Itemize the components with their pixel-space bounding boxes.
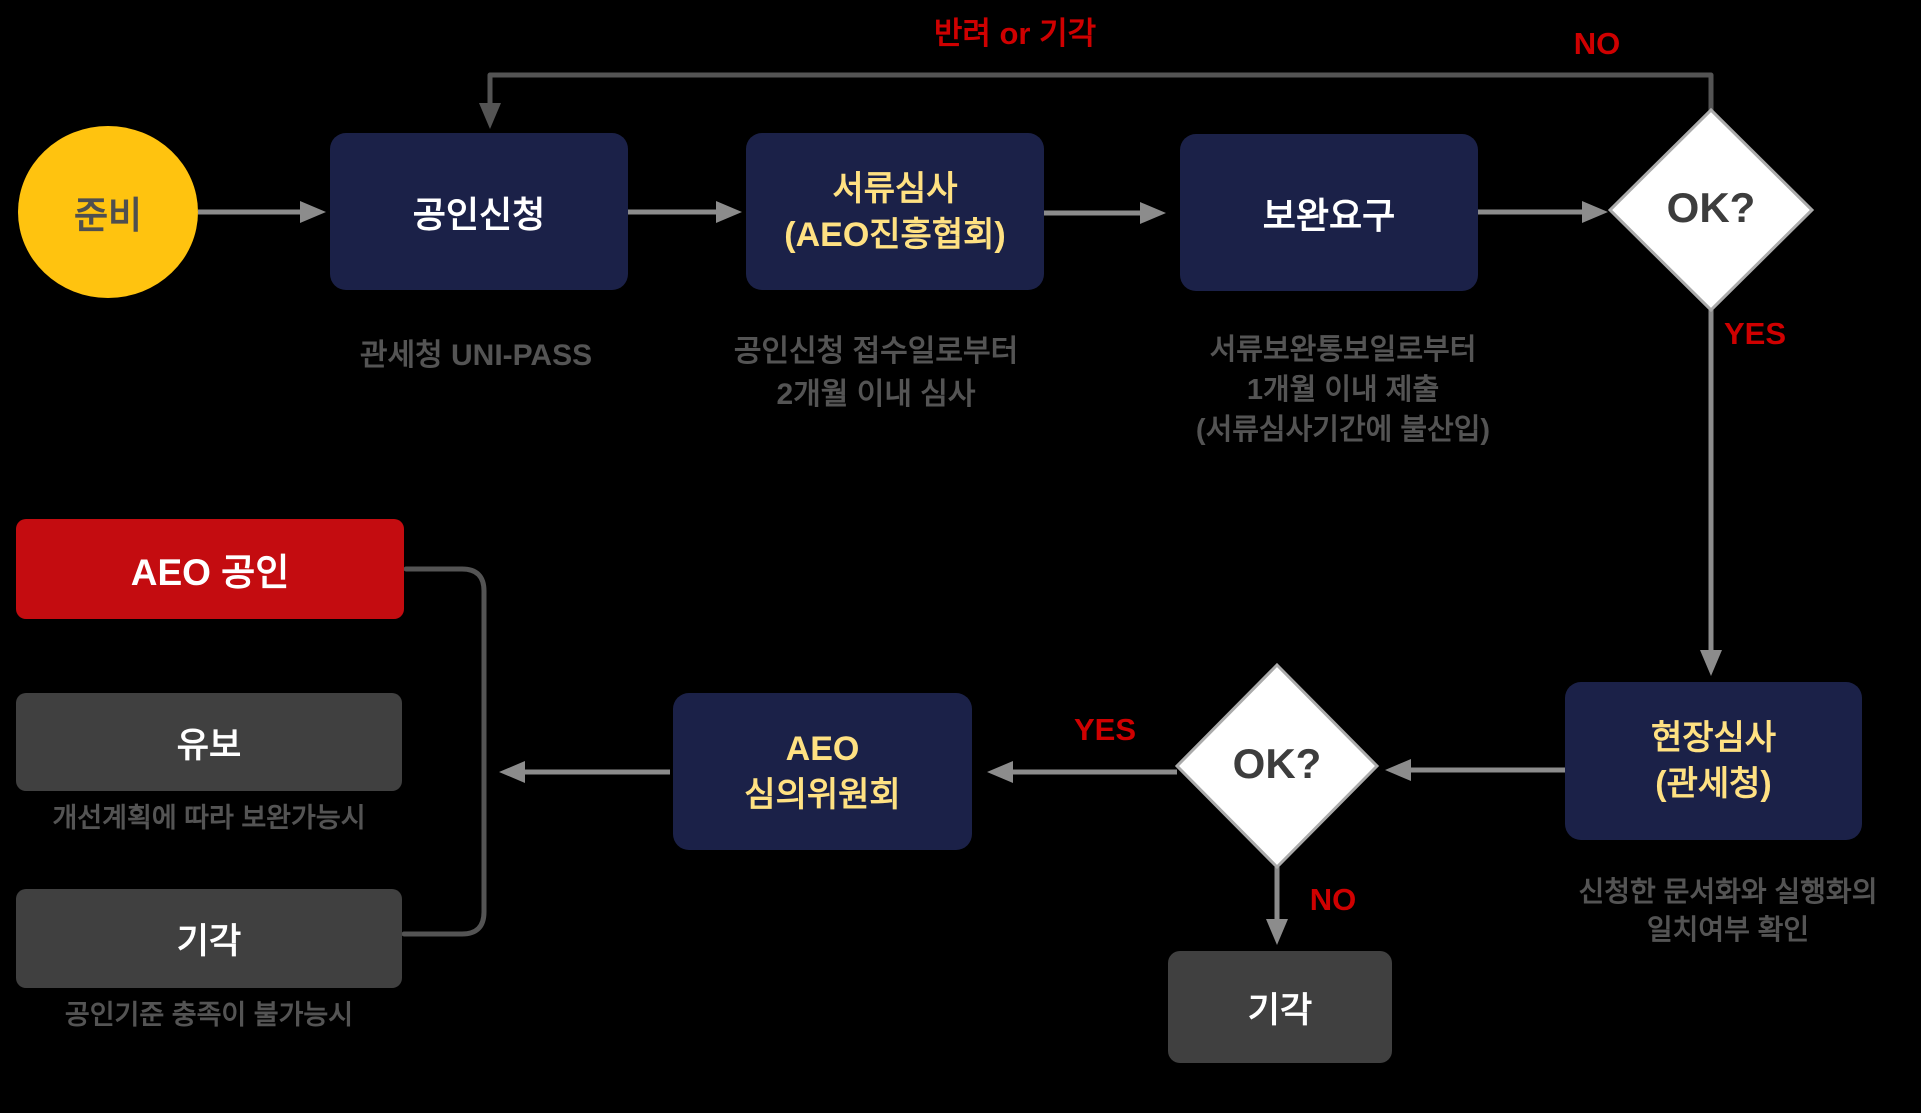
node-committee-label: AEO 심의위원회 [744,729,901,814]
node-deferred: 유보 [16,693,402,791]
node-certified: AEO 공인 [16,519,404,619]
node-rejected-final-label: 기각 [176,922,242,961]
node-field-audit-caption: 신청한 문서화와 실행화의 일치여부 확인 [1578,876,1878,945]
node-rejected-audit: 기각 [1168,951,1392,1063]
node-field-audit-label: 현장심사 (관세청) [1650,719,1777,803]
label-reject-return: 반려 or 기각 [933,16,1097,51]
decision-audit-label: OK? [1232,740,1322,787]
outcome-bracket [401,566,487,937]
node-doc-review: 서류심사 (AEO진흥협회) [746,133,1044,290]
node-field-audit: 현장심사 (관세청) [1565,682,1862,840]
label-decision2-yes: YES [1073,712,1137,747]
node-apply-label: 공인신청 [412,193,546,235]
node-apply: 공인신청 [330,133,628,290]
decision-doc-diamond [1607,107,1815,313]
node-apply-caption: 관세청 UNI-PASS [359,339,593,372]
node-rejected-final-caption: 공인기준 충족이 불가능시 [64,1000,354,1030]
node-certified-label: AEO 공인 [130,552,290,593]
node-supplement-caption: 서류보완통보일로부터 1개월 이내 제출 (서류심사기간에 불산입) [1195,334,1491,446]
reject-return-line [479,72,1714,129]
node-rejected-audit-label: 기각 [1247,990,1313,1030]
node-doc-review-caption: 공인신청 접수일로부터 2개월 이내 심사 [733,335,1019,411]
node-supplement-label: 보완요구 [1262,194,1396,236]
node-deferred-caption: 개선계획에 따라 보완가능시 [52,803,366,833]
node-doc-review-label: 서류심사 (AEO진흥협회) [784,169,1006,254]
decision-audit-diamond [1174,662,1380,870]
node-ready-label: 준비 [73,195,143,236]
label-decision1-yes: YES [1723,316,1787,351]
label-decision1-no: NO [1573,26,1621,61]
node-supplement: 보완요구 [1180,134,1478,291]
node-committee: AEO 심의위원회 [673,693,972,850]
node-rejected-final: 기각 [16,889,402,988]
label-decision2-no: NO [1309,882,1357,917]
node-deferred-label: 유보 [176,725,242,765]
node-ready: 준비 [18,126,198,298]
decision-doc-label: OK? [1666,184,1756,231]
